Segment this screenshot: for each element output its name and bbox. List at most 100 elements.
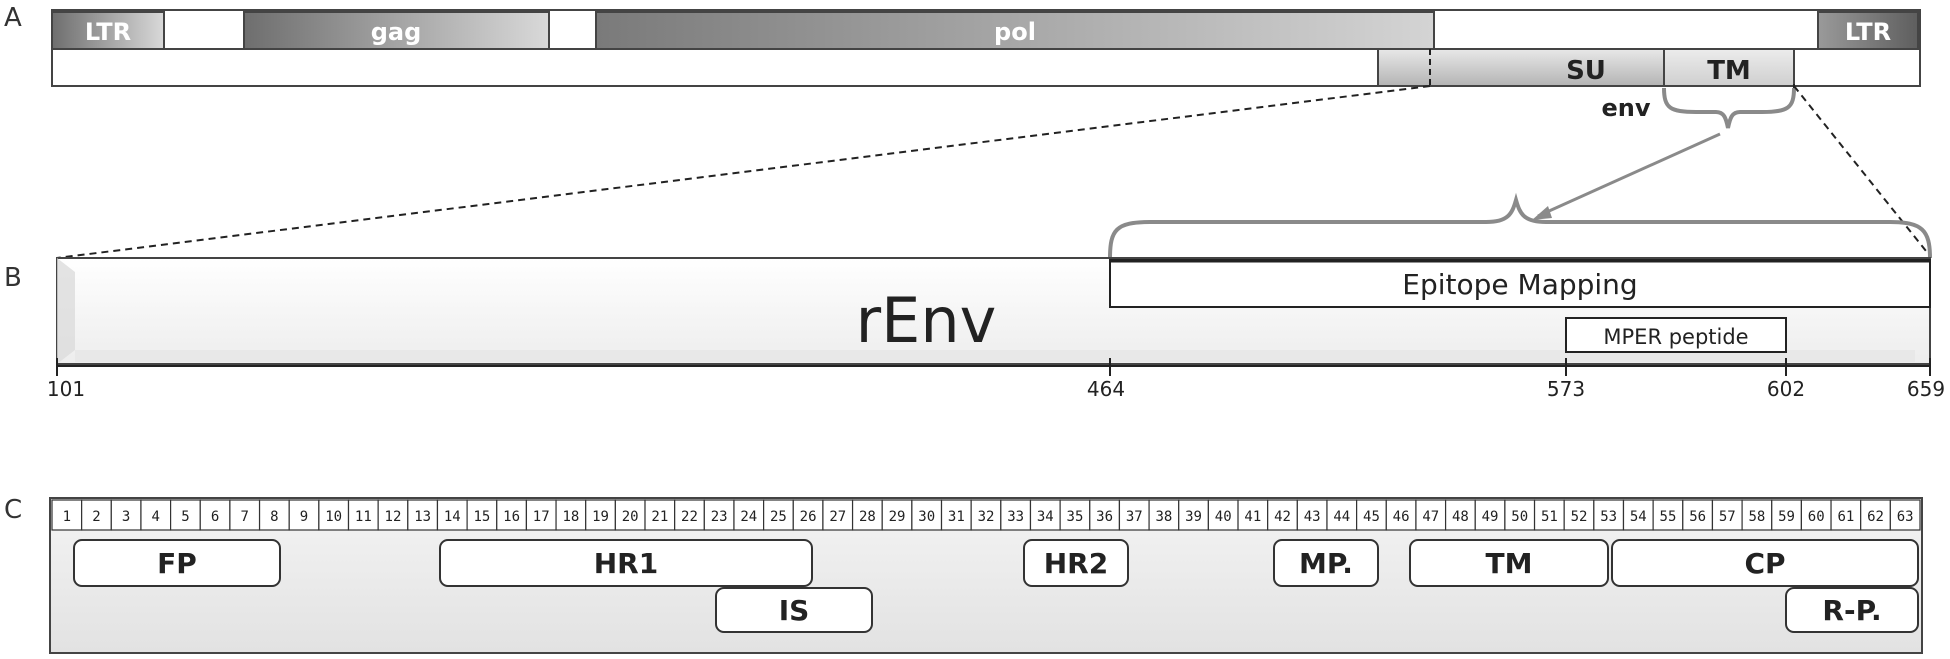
peptide-number: 56 (1689, 509, 1706, 525)
peptide-number: 16 (503, 509, 520, 525)
peptide-cell (970, 499, 1002, 531)
peptide-number: 63 (1897, 509, 1914, 525)
peptide-number: 14 (444, 509, 461, 525)
peptide-number: 22 (681, 509, 698, 525)
peptide-cell (703, 499, 735, 531)
region-hr2: HR2 (1023, 539, 1129, 587)
position-label-101: 101 (47, 377, 85, 401)
peptide-number: 62 (1867, 509, 1884, 525)
region-mp-label: MP. (1299, 547, 1353, 580)
peptide-cell (763, 499, 794, 531)
region-hr1: HR1 (439, 539, 813, 587)
peptide-number: 30 (918, 509, 935, 525)
peptide-number: 2 (92, 509, 100, 525)
peptide-number: 9 (300, 509, 308, 525)
pol-label: pol (994, 18, 1036, 46)
peptide-number: 44 (1333, 509, 1350, 525)
ltr-right-label: LTR (1845, 18, 1891, 46)
epitope-mapping-label: Epitope Mapping (1402, 268, 1637, 301)
region-tm-label: TM (1486, 547, 1533, 580)
peptide-cell (881, 499, 913, 531)
epitope-mapping-box: Epitope Mapping (1109, 259, 1931, 308)
peptide-number: 23 (711, 509, 728, 525)
region-fp: FP (73, 539, 281, 587)
peptide-number: 13 (414, 509, 431, 525)
peptide-cell (1356, 499, 1387, 531)
peptide-number: 43 (1304, 509, 1321, 525)
peptide-cell (81, 499, 112, 531)
peptide-cell (525, 499, 557, 531)
region-fp-label: FP (157, 547, 197, 580)
peptide-number: 10 (325, 509, 342, 525)
peptide-cell (258, 499, 290, 531)
panel-label-a: A (4, 3, 22, 33)
peptide-number: 3 (122, 509, 130, 525)
peptide-number: 45 (1363, 509, 1380, 525)
renv-label: rEnv (856, 284, 997, 357)
peptide-cell (1830, 499, 1862, 531)
peptide-number: 8 (270, 509, 278, 525)
peptide-number: 58 (1748, 509, 1765, 525)
peptide-number: 53 (1600, 509, 1617, 525)
peptide-number: 37 (1126, 509, 1143, 525)
region-rp-label: R-P. (1822, 594, 1881, 627)
peptide-number: 33 (1007, 509, 1024, 525)
peptide-cell (940, 499, 972, 531)
peptide-number: 35 (1067, 509, 1084, 525)
peptide-number: 21 (651, 509, 668, 525)
peptide-cell (1563, 499, 1595, 531)
ltr-left-label: LTR (85, 18, 131, 46)
peptide-cell (1415, 499, 1447, 531)
peptide-number: 40 (1215, 509, 1232, 525)
peptide-number: 20 (622, 509, 639, 525)
peptide-number: 39 (1185, 509, 1202, 525)
peptide-cell (1682, 499, 1714, 531)
tm-box: TM (1663, 48, 1795, 87)
position-label-464: 464 (1087, 377, 1125, 401)
peptide-number: 41 (1244, 509, 1261, 525)
gag-label: gag (371, 18, 422, 46)
peptide-cell (288, 499, 320, 531)
peptide-cell (496, 499, 528, 531)
su-label: SU (1566, 56, 1606, 86)
peptide-number: 25 (770, 509, 787, 525)
peptide-cell (674, 499, 705, 531)
position-label-602: 602 (1767, 377, 1805, 401)
peptide-cell (407, 499, 439, 531)
peptide-number: 48 (1452, 509, 1469, 525)
peptide-number: 7 (241, 509, 249, 525)
peptide-cell (1771, 499, 1802, 531)
peptide-number: 11 (355, 509, 372, 525)
peptide-number: 38 (1155, 509, 1172, 525)
ltr-right-box: LTR (1817, 11, 1919, 50)
peptide-number: 27 (829, 509, 846, 525)
peptide-cell (1860, 499, 1891, 531)
zoom-line-right (1793, 85, 1931, 257)
renv-bar-bevel-bottom (75, 350, 1915, 362)
peptide-cell (1089, 499, 1121, 531)
pol-box: pol (595, 11, 1435, 50)
peptide-cell (1178, 499, 1209, 531)
peptide-cell (466, 499, 498, 531)
tm-to-epitope-arrow (1537, 132, 1721, 218)
peptide-cell (110, 499, 142, 531)
peptide-number: 31 (948, 509, 965, 525)
peptide-cell (1237, 499, 1269, 531)
peptide-number: 42 (1274, 509, 1291, 525)
peptide-number: 32 (978, 509, 995, 525)
peptide-number: 36 (1096, 509, 1113, 525)
peptide-cell (1029, 499, 1061, 531)
region-is-label: IS (779, 594, 810, 627)
peptide-number: 5 (181, 509, 189, 525)
peptide-cell (1118, 499, 1150, 531)
peptide-cell (585, 499, 616, 531)
peptide-number: 34 (1037, 509, 1054, 525)
env-label: env (1601, 94, 1650, 122)
peptide-number: 6 (211, 509, 219, 525)
zoom-line-left (56, 85, 1431, 259)
peptide-cell (1889, 499, 1921, 531)
position-ticks (56, 358, 1931, 376)
tm-label: TM (1707, 56, 1751, 86)
tm-brace (1662, 87, 1796, 129)
